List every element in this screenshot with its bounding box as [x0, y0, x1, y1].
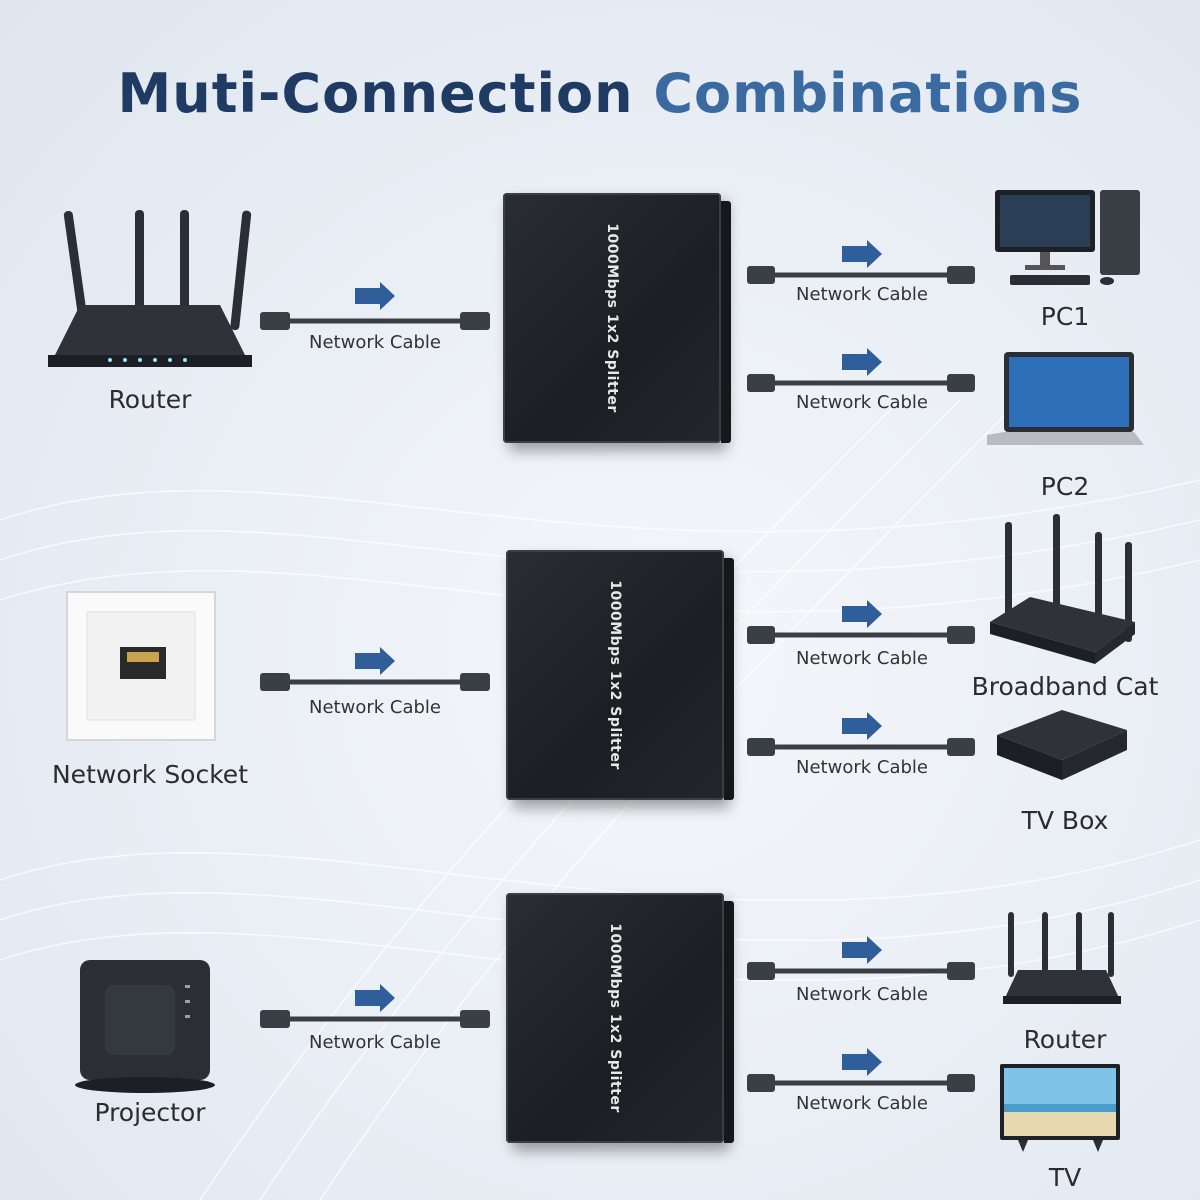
- network-cable-icon: [747, 348, 975, 392]
- output-label-tv: TV: [1048, 1163, 1082, 1192]
- source-label-2: Network Socket: [51, 760, 248, 789]
- cable-label: Network Cable: [796, 757, 928, 778]
- splitter-device: 1000Mbps 1x2 Splitter: [506, 893, 734, 1143]
- network-socket-icon: [66, 591, 216, 741]
- cable-label: Network Cable: [796, 392, 928, 413]
- cable-label: Network Cable: [309, 332, 441, 353]
- network-cable-icon: [747, 600, 975, 644]
- splitter-label: 1000Mbps 1x2 Splitter: [607, 580, 623, 770]
- tv-box-icon: [997, 710, 1127, 780]
- title-part-2: Combinations: [653, 62, 1083, 125]
- network-cable-icon: [747, 936, 975, 980]
- title-part-1: Muti-Connection: [117, 62, 634, 125]
- cable-label: Network Cable: [796, 648, 928, 669]
- output-label-pc2: PC2: [1040, 472, 1090, 501]
- source-label-3: Projector: [94, 1098, 206, 1127]
- cable-label: Network Cable: [309, 697, 441, 718]
- output-label-router: Router: [1023, 1025, 1107, 1054]
- output-label-tv-box: TV Box: [1021, 806, 1109, 835]
- splitter-label: 1000Mbps 1x2 Splitter: [604, 223, 620, 413]
- splitter-device: 1000Mbps 1x2 Splitter: [503, 193, 731, 443]
- output-label-broadband: Broadband Cat: [971, 672, 1159, 701]
- laptop-icon: [987, 352, 1144, 445]
- cable-label: Network Cable: [796, 1093, 928, 1114]
- desktop-pc-icon: [995, 190, 1140, 285]
- broadband-router-icon: [990, 514, 1135, 664]
- source-label-1: Router: [108, 385, 192, 414]
- cable-label: Network Cable: [796, 284, 928, 305]
- network-cable-icon: [260, 984, 490, 1028]
- splitter-device: 1000Mbps 1x2 Splitter: [506, 550, 734, 800]
- network-cable-icon: [747, 1048, 975, 1092]
- router-icon: [48, 210, 252, 367]
- projector-device-icon: [75, 960, 215, 1093]
- splitter-label: 1000Mbps 1x2 Splitter: [607, 923, 623, 1113]
- network-cable-icon: [747, 240, 975, 284]
- network-cable-icon: [260, 282, 490, 330]
- tv-icon: [1000, 1064, 1120, 1152]
- router-icon: [1003, 912, 1121, 1004]
- cable-label: Network Cable: [309, 1032, 441, 1053]
- network-cable-icon: [260, 647, 490, 691]
- network-cable-icon: [747, 712, 975, 756]
- page-title: Muti-Connection Combinations: [0, 62, 1200, 125]
- output-label-pc1: PC1: [1040, 302, 1090, 331]
- cable-label: Network Cable: [796, 984, 928, 1005]
